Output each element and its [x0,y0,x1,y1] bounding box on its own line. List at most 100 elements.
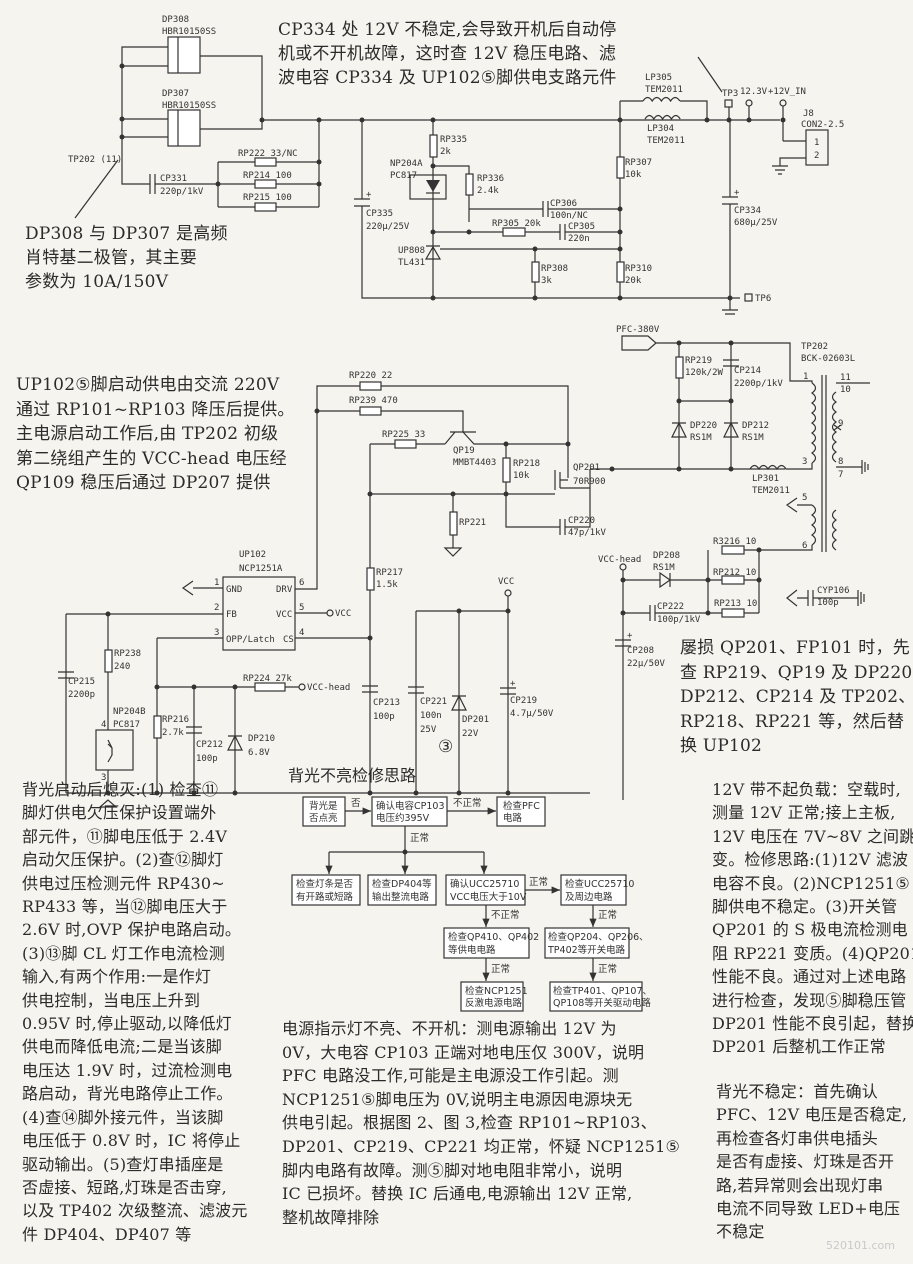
label: 2 [814,151,819,161]
label: RP307 [625,158,652,168]
label: 100p [817,598,839,608]
label: CP306 [550,199,577,209]
flow-edge-label: 正常 [491,963,510,975]
label: 1.5k [376,580,398,590]
label: RP238 [114,649,141,659]
label: QP19 [453,446,475,456]
label: TEM2011 [647,136,685,146]
label: DP201 [462,715,489,725]
pin-label: GND [226,585,242,595]
winding-number: 10 [840,385,851,395]
label: 120k/2W [685,368,724,378]
label: VCC-head [598,555,641,565]
pin-number: 4 [101,720,106,730]
label: RP218 [513,459,540,469]
note-up102: UP102⑤脚启动供电由交流 220V 通过 RP101~RP103 降压后提供… [16,373,295,496]
label: BCK-02603L [801,354,855,364]
flow-box-check-pfc [496,796,546,827]
label: 10k [625,170,642,180]
note-line: 路,若异常则会出现灯串 [716,1175,884,1195]
label: RP216 [162,715,189,725]
label: 2.7k [162,728,184,738]
note-line: 否虚接、短路,灯珠是否击穿, [22,1177,227,1197]
pin-label: OPP/Latch [226,635,275,645]
note-line: 整机故障排除 [282,1207,380,1227]
label: CP220 [568,516,595,526]
note-line: 第二绕组产生的 VCC-head 电压经 [16,448,287,469]
label: DP308 [162,15,189,25]
label: RP308 [541,264,568,274]
flow-text: 背光是 [309,800,338,812]
label: UP808 [398,246,425,256]
note-line: PFC、12V 电压是否稳定, [716,1105,908,1125]
top-labels: DP308 HBR10150SS DP307 HBR10150SS TP202 … [68,15,844,304]
label: HBR10150SS [162,27,216,37]
flow-text: 检查灯条是否 [296,878,354,890]
winding-number: 9 [838,419,843,429]
flow-text: TP402等开关电路 [547,944,626,956]
label: RP215 100 [243,193,292,203]
label: CP208 [627,646,654,656]
note-line: 换 UP102 [680,736,763,756]
label: +12V_IN [768,87,806,97]
label: 240 [114,662,130,672]
note-line: 主电源启动工作后,由 TP202 初级 [16,424,279,444]
note-line: 不稳定 [716,1222,765,1242]
label: DP210 [248,734,275,744]
note-line: 参数为 10A/150V [25,272,169,292]
label: 220μ/25V [366,222,410,232]
label: CP213 [373,698,400,708]
note-line: 屡损 QP201、FP101 时，先 [680,638,910,658]
winding-number: 1 [803,372,808,382]
label: RP219 [685,356,712,366]
note-backlight-off: 背光启动后熄灭:(1) 检查⑪ 脚灯供电欠压保护设置端外 部元件，⑪脚电压低于 … [22,778,248,1246]
dp308-diode [167,36,201,74]
pin-number: 3 [101,773,106,783]
label: CON2-2.5 [801,120,844,130]
label: QP201 [573,463,600,473]
label: RP213 10 [714,599,757,609]
note-line: 变。检修思路:(1)12V 滤波 [712,850,909,870]
label: PC817 [390,171,417,181]
note-line: 2.6V 时,OVP 保护电路启动。 [22,920,242,940]
label: 100p [196,754,218,764]
label: 2200p [68,690,95,700]
note-line: QP201 的 S 极电流检测电 [712,920,908,940]
flow-text: 电压约395V [376,812,430,824]
note-line: 电压达 1.9V 时，过流检测电 [22,1060,233,1080]
middle-circuit: + [58,381,775,808]
label: CP305 [568,222,595,232]
flow-text: 确认UCC25710 [450,878,519,890]
svg-text:+: + [510,679,516,689]
label: CP221 [420,697,447,707]
flow-edge-label: 不正常 [453,797,482,809]
winding-number: 5 [802,493,807,503]
label: DP307 [162,89,189,99]
label: CP219 [510,696,537,706]
label: CP222 [657,602,684,612]
winding-number: 11 [840,373,851,383]
note-line: 路启动，背光电路停止工作。 [22,1084,233,1104]
label: 220p/1kV [160,187,204,197]
flow-edge-label: 否 [351,798,361,809]
label: MMBT4403 [453,458,496,468]
label: J8 [803,109,814,119]
note-line: 部元件，⑪脚电压低于 2.4V [22,826,228,846]
note-line: 0.95V 时,停止驱动,以降低灯 [22,1014,232,1034]
note-line: 阻 RP221 变质。(4)QP201 [712,943,913,963]
label: NP204A [390,159,423,169]
note-line: (4)查⑭脚外接元件，当该脚 [22,1107,224,1127]
pin-label: CS [283,635,294,645]
label: 100p/1kV [657,615,701,625]
flow-text: VCC电压大于10V [450,891,527,903]
note-line: DP212、CP214 及 TP202、 [680,687,913,707]
note-line: DP308 与 DP307 是高频 [25,224,228,244]
note-unstable: 背光不稳定：首先确认 PFC、12V 电压是否稳定, 再检查各灯串供电插头 是否… [716,1080,907,1244]
label: 6.8V [248,748,270,758]
label: LP304 [647,124,674,134]
label: RP336 [477,174,504,184]
note-line: 查 RP219、QP19 及 DP220、 [680,662,913,683]
label: 20k [625,276,642,286]
label: RP305 20k [492,219,541,229]
